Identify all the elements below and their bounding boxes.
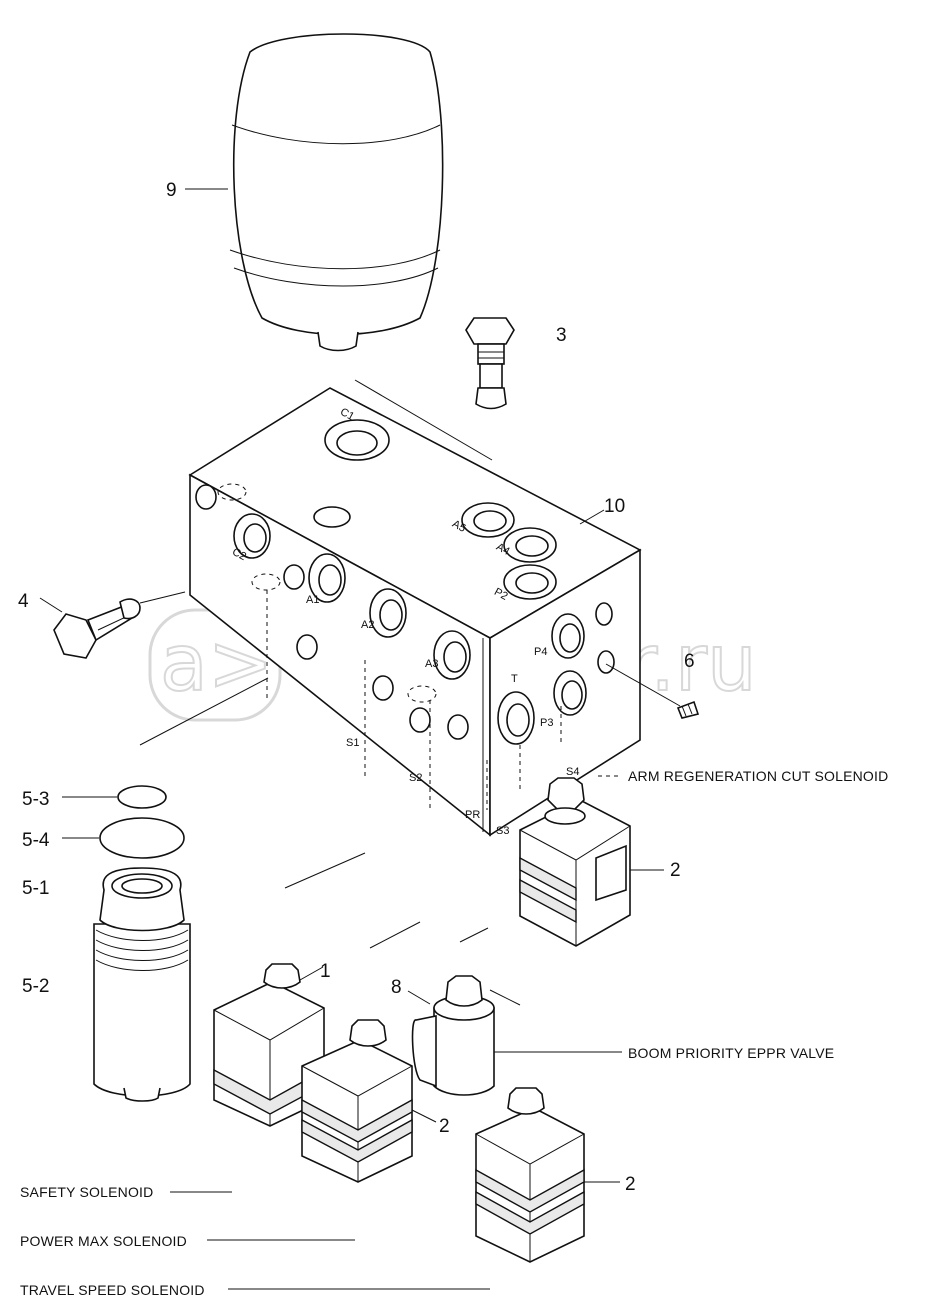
port-label-pr: PR bbox=[465, 809, 480, 821]
callout-5-3: 5-3 bbox=[22, 789, 49, 810]
callout-9: 9 bbox=[166, 180, 177, 201]
solenoid-labels: ARM REGENERATION CUT SOLENOID BOOM PRIOR… bbox=[20, 768, 888, 1298]
port-label-a3: A3 bbox=[425, 658, 438, 670]
port-label-s4: S4 bbox=[566, 766, 579, 778]
callout-4: 4 bbox=[18, 591, 29, 612]
callout-2-bottom: 2 bbox=[625, 1174, 636, 1195]
callout-10: 10 bbox=[604, 496, 625, 517]
port-label-a4: A4 bbox=[494, 541, 512, 558]
o-ring-5-4 bbox=[99, 817, 185, 859]
port-label-a1: A1 bbox=[306, 594, 319, 606]
plug-part-3 bbox=[465, 317, 515, 410]
eppr-valve-part-8 bbox=[407, 975, 622, 1096]
label-safety-solenoid: SAFETY SOLENOID bbox=[20, 1184, 153, 1200]
callout-2-top: 2 bbox=[670, 860, 681, 881]
cartridge-assembly-part-5 bbox=[62, 785, 191, 1102]
port-label-a5: A5 bbox=[450, 518, 468, 535]
label-arm-regeneration: ARM REGENERATION CUT SOLENOID bbox=[628, 768, 888, 784]
port-label-c1: C1 bbox=[338, 406, 356, 423]
port-label-t: T bbox=[511, 673, 518, 685]
o-ring-5-3 bbox=[117, 785, 167, 809]
port-label-a2: A2 bbox=[361, 619, 374, 631]
callout-1: 1 bbox=[320, 961, 331, 982]
solenoid-part-1 bbox=[213, 963, 325, 1127]
port-label-p3: P3 bbox=[540, 717, 553, 729]
port-labels: C1 C2 A1 A2 A3 A4 A5 P2 P3 P4 T S1 S2 S3… bbox=[230, 406, 579, 837]
port-label-s1: S1 bbox=[346, 737, 359, 749]
callout-3: 3 bbox=[556, 325, 567, 346]
callout-5-1: 5-1 bbox=[22, 878, 49, 899]
port-label-s2: S2 bbox=[409, 772, 422, 784]
callout-2-middle: 2 bbox=[439, 1116, 450, 1137]
port-label-p4: P4 bbox=[534, 646, 547, 658]
callout-5-2: 5-2 bbox=[22, 976, 49, 997]
plug-part-4 bbox=[39, 591, 186, 659]
label-power-max: POWER MAX SOLENOID bbox=[20, 1233, 187, 1249]
callout-6: 6 bbox=[684, 651, 695, 672]
solenoid-part-2-bottom bbox=[475, 1087, 620, 1263]
valve-block-part-10 bbox=[188, 387, 642, 837]
port-label-c2: C2 bbox=[230, 546, 248, 563]
label-travel-speed: TRAVEL SPEED SOLENOID bbox=[20, 1282, 205, 1298]
solenoid-part-2-middle bbox=[301, 1019, 437, 1183]
port-label-s3: S3 bbox=[496, 825, 509, 837]
callout-5-4: 5-4 bbox=[22, 830, 50, 851]
callout-8: 8 bbox=[391, 977, 402, 998]
screw-part-6 bbox=[605, 663, 700, 719]
solenoid-part-2-top bbox=[519, 777, 664, 947]
port-label-p2: P2 bbox=[492, 586, 510, 603]
label-boom-priority: BOOM PRIORITY EPPR VALVE bbox=[628, 1045, 834, 1061]
accumulator-part-9 bbox=[185, 33, 444, 352]
